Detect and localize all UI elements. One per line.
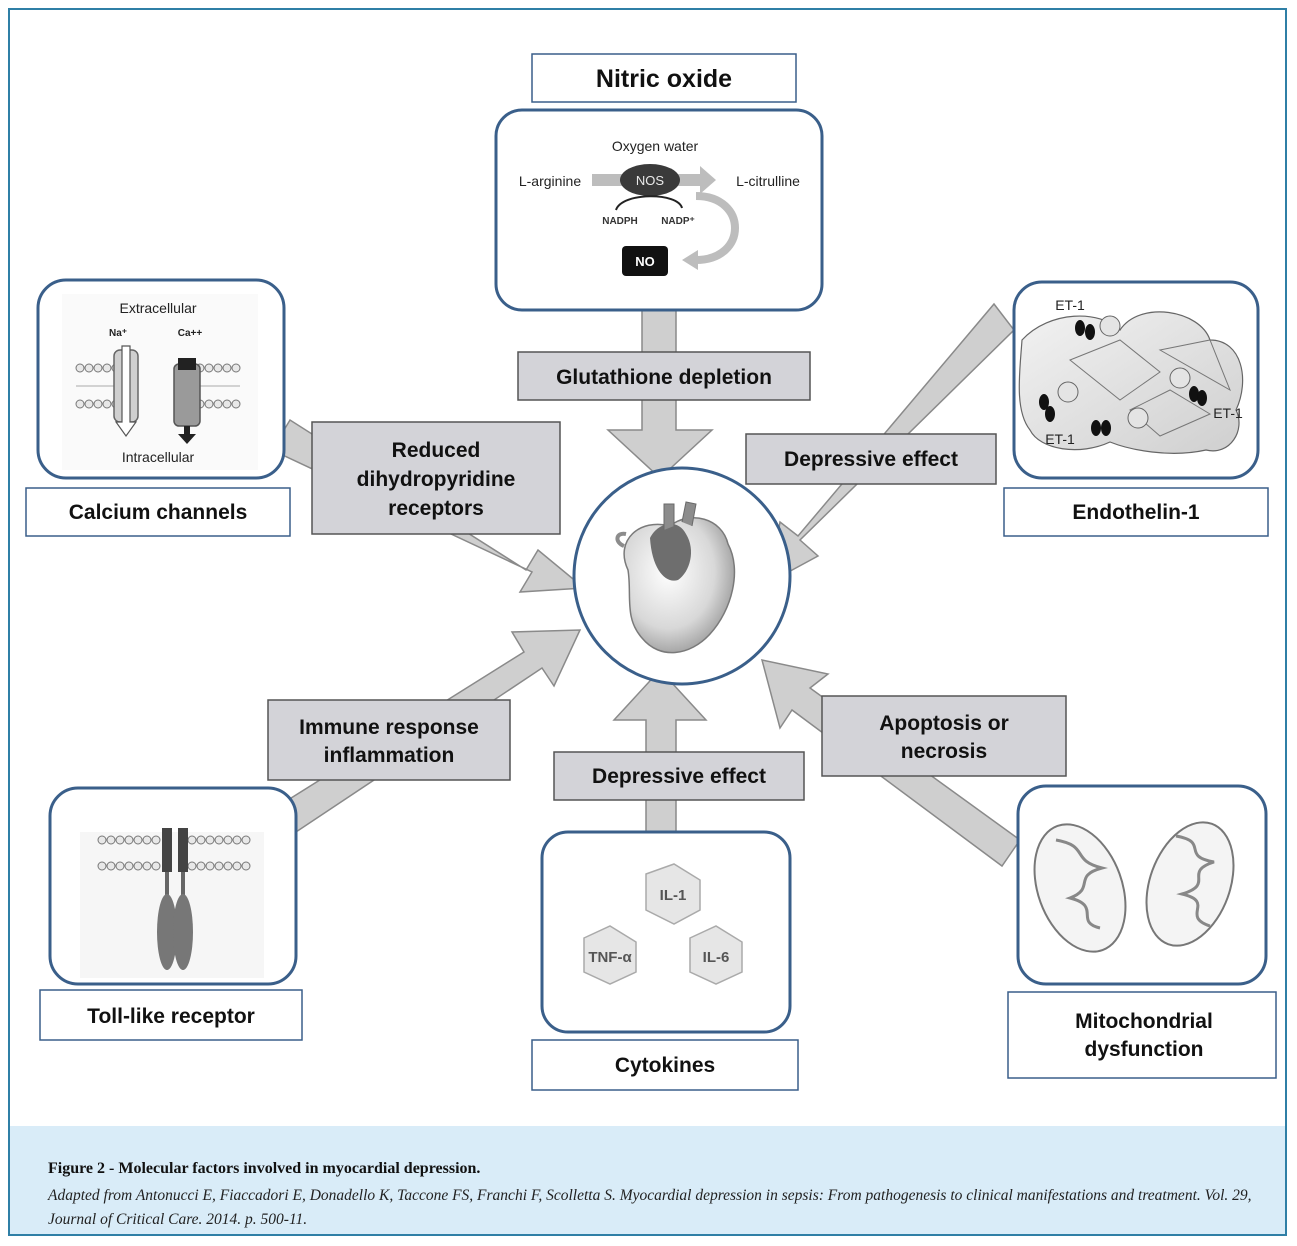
caption-source: Adapted from Antonucci E, Fiaccadori E, …: [48, 1187, 1252, 1228]
no-molecule-box: [622, 246, 668, 276]
toll-membrane: [97, 835, 251, 871]
et1-label-1: ET-1: [1055, 297, 1085, 313]
edge-label-apoptosis: Apoptosis or necrosis: [821, 695, 1067, 777]
endothelin-title: Endothelin-1: [1072, 501, 1199, 524]
nadp-label: NADP⁺: [661, 216, 695, 227]
intracellular-label: Intracellular: [122, 449, 195, 465]
nitric-oxide-node: Nitric oxide Oxygen water L-arginine NOS…: [494, 53, 824, 312]
svg-text:Depressive effect: Depressive effect: [592, 765, 766, 788]
edge-label-depressive-top: Depressive effect: [745, 433, 997, 485]
svg-text:inflammation: inflammation: [324, 744, 455, 767]
ca-label: Ca++: [178, 328, 203, 339]
calcium-node: Extracellular Na⁺ Ca++ Intracellular Cal…: [25, 278, 291, 537]
cofactor-arc: [615, 195, 683, 211]
membrane-bilayer: [75, 363, 241, 409]
cytokines-node: IL-1 TNF-α IL-6 Cytokines: [531, 830, 799, 1091]
nitric-oxide-title: Nitric oxide: [596, 65, 732, 93]
endothelial-cells: [1018, 311, 1244, 454]
et1-label-2: ET-1: [1213, 405, 1243, 421]
nos-enzyme: [620, 164, 680, 196]
svg-text:Depressive effect: Depressive effect: [784, 448, 958, 471]
no-return-arrow: [695, 192, 739, 264]
edge-label-glutathione: Glutathione depletion: [517, 351, 811, 401]
mitochondrial-title-line2: dysfunction: [1085, 1038, 1204, 1061]
endothelin-node: ET-1 ET-1 ET-1 Endothelin-1: [1003, 280, 1269, 537]
tnf-hexagon: [583, 925, 637, 985]
il6-label: IL-6: [703, 949, 730, 966]
et1-label-3: ET-1: [1045, 431, 1075, 447]
mitochondrial-node: Mitochondrial dysfunction: [1007, 784, 1277, 1079]
calcium-title-box: [25, 487, 291, 537]
toll-like-node: Toll-like receptor: [39, 786, 303, 1041]
oxygen-water-label: Oxygen water: [612, 138, 699, 154]
calcium-title: Calcium channels: [69, 501, 248, 524]
nitric-oxide-image-box: [494, 108, 824, 312]
mitochondrial-title-line1: Mitochondrial: [1075, 1010, 1213, 1033]
l-arginine-label: L-arginine: [519, 173, 581, 189]
heart-icon: [615, 501, 736, 654]
cytokines-image-box: [540, 830, 792, 1034]
endothelin-title-box: [1003, 487, 1269, 537]
svg-text:Glutathione depletion: Glutathione depletion: [556, 366, 772, 389]
toll-like-title-box: [39, 989, 303, 1041]
calcium-channel-protein: [173, 363, 201, 427]
na-label: Na⁺: [109, 328, 127, 339]
edge-label-dihydropyridine: Reduced dihydropyridine receptors: [311, 421, 561, 535]
diagram-canvas: Nitric oxide Oxygen water L-arginine NOS…: [25, 53, 1277, 1091]
edge-label-depressive-bottom: Depressive effect: [553, 751, 805, 801]
nadph-label: NADPH: [602, 216, 638, 227]
figure-frame: Nitric oxide Oxygen water L-arginine NOS…: [8, 8, 1287, 1236]
svg-text:Apoptosis or: Apoptosis or: [879, 712, 1009, 735]
mitochondrion-icon-1: [1033, 823, 1127, 953]
tnf-label: TNF-α: [588, 949, 632, 966]
svg-text:necrosis: necrosis: [901, 740, 987, 763]
mitochondrial-title-box: [1007, 991, 1277, 1079]
svg-text:Immune response: Immune response: [299, 716, 479, 739]
cytokines-title-box: [531, 1039, 799, 1091]
svg-text:receptors: receptors: [388, 497, 484, 520]
il6-hexagon: [689, 925, 743, 985]
nos-label: NOS: [636, 173, 665, 188]
cytokines-title: Cytokines: [615, 1054, 715, 1077]
et1-granules: [1039, 320, 1207, 436]
svg-text:dihydropyridine: dihydropyridine: [357, 468, 516, 491]
no-label: NO: [635, 254, 655, 269]
nitric-oxide-title-box: [531, 53, 797, 103]
caption-title: Figure 2 - Molecular factors involved in…: [48, 1160, 481, 1177]
edge-label-immune: Immune response inflammation: [267, 699, 511, 781]
sodium-flow-arrow: [114, 345, 138, 438]
l-citrulline-label: L-citrulline: [736, 173, 800, 189]
toll-receptor-icon: [157, 828, 193, 970]
heart-node: [572, 466, 792, 686]
il1-label: IL-1: [660, 887, 687, 904]
extracellular-label: Extracellular: [119, 300, 196, 316]
mitochondrion-icon-2: [1145, 821, 1235, 947]
il1-hexagon: [645, 863, 701, 925]
toll-like-title: Toll-like receptor: [87, 1005, 255, 1028]
figure-caption: Figure 2 - Molecular factors involved in…: [10, 1126, 1285, 1234]
svg-text:Reduced: Reduced: [392, 439, 481, 462]
